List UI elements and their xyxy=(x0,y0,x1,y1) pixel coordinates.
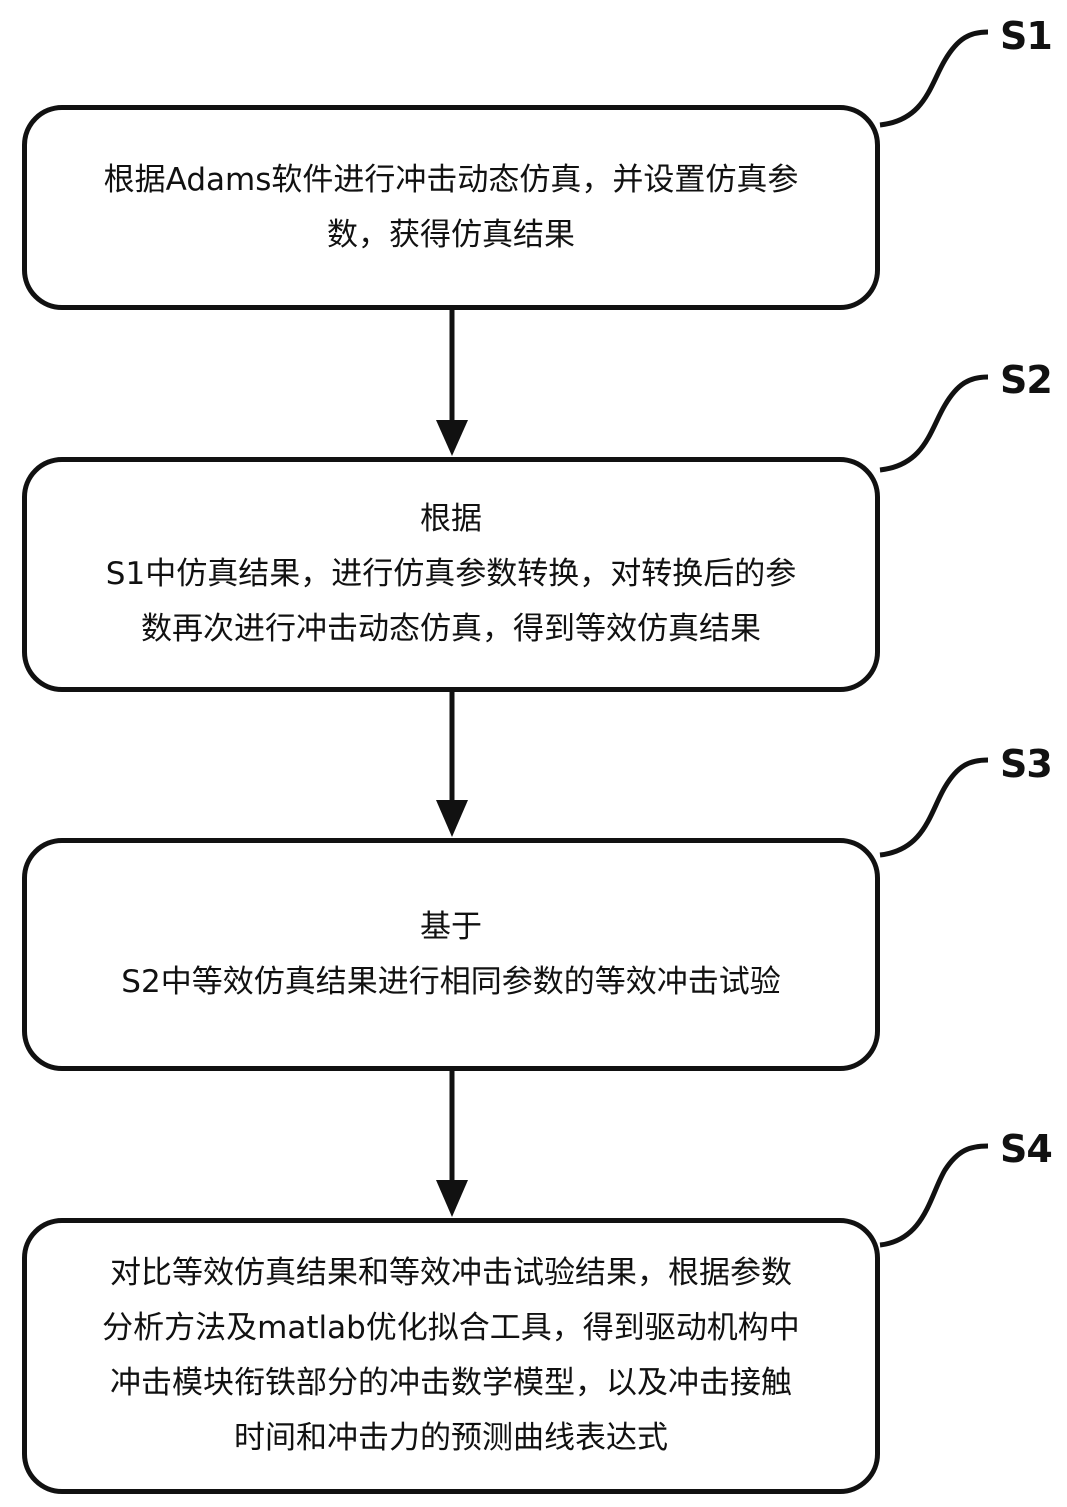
step-text-line: S1中仿真结果，进行仿真参数转换，对转换后的参 xyxy=(105,556,797,592)
step-box-s3: 基于 S2中等效仿真结果进行相同参数的等效冲击试验 xyxy=(22,838,880,1071)
arrow-s3-s4 xyxy=(436,1071,468,1217)
step-text-line: 数，获得仿真结果 xyxy=(327,216,575,253)
step-text-line: 对比等效仿真结果和等效冲击试验结果，根据参数 xyxy=(110,1255,792,1291)
step-text-line: 根据 xyxy=(420,501,482,537)
arrow-s2-s3 xyxy=(436,692,468,837)
step-text-line: 分析方法及matlab优化拟合工具，得到驱动机构中 xyxy=(102,1310,800,1346)
leader-line-s2 xyxy=(879,374,989,473)
leader-line-s3 xyxy=(879,757,989,858)
step-text-line: 数再次进行冲击动态仿真，得到等效仿真结果 xyxy=(141,611,761,647)
leader-line-s1 xyxy=(879,29,989,128)
leader-line-s4 xyxy=(879,1143,989,1248)
step-text-line: 基于 xyxy=(420,908,482,945)
step-text-line: 根据Adams软件进行冲击动态仿真，并设置仿真参 xyxy=(103,161,799,198)
step-text-line: 时间和冲击力的预测曲线表达式 xyxy=(234,1420,668,1456)
step-box-s1: 根据Adams软件进行冲击动态仿真，并设置仿真参 数，获得仿真结果 xyxy=(22,105,880,310)
step-text-line: S2中等效仿真结果进行相同参数的等效冲击试验 xyxy=(121,963,781,1000)
step-label-s2: S2 xyxy=(1000,358,1053,402)
step-label-s1: S1 xyxy=(1000,14,1053,58)
step-label-s3: S3 xyxy=(1000,742,1053,786)
arrow-s1-s2 xyxy=(436,310,468,456)
step-box-s2: 根据 S1中仿真结果，进行仿真参数转换，对转换后的参 数再次进行冲击动态仿真，得… xyxy=(22,457,880,692)
step-box-s4: 对比等效仿真结果和等效冲击试验结果，根据参数 分析方法及matlab优化拟合工具… xyxy=(22,1218,880,1494)
step-label-s4: S4 xyxy=(1000,1127,1053,1171)
step-text-line: 冲击模块衔铁部分的冲击数学模型，以及冲击接触 xyxy=(110,1365,792,1401)
